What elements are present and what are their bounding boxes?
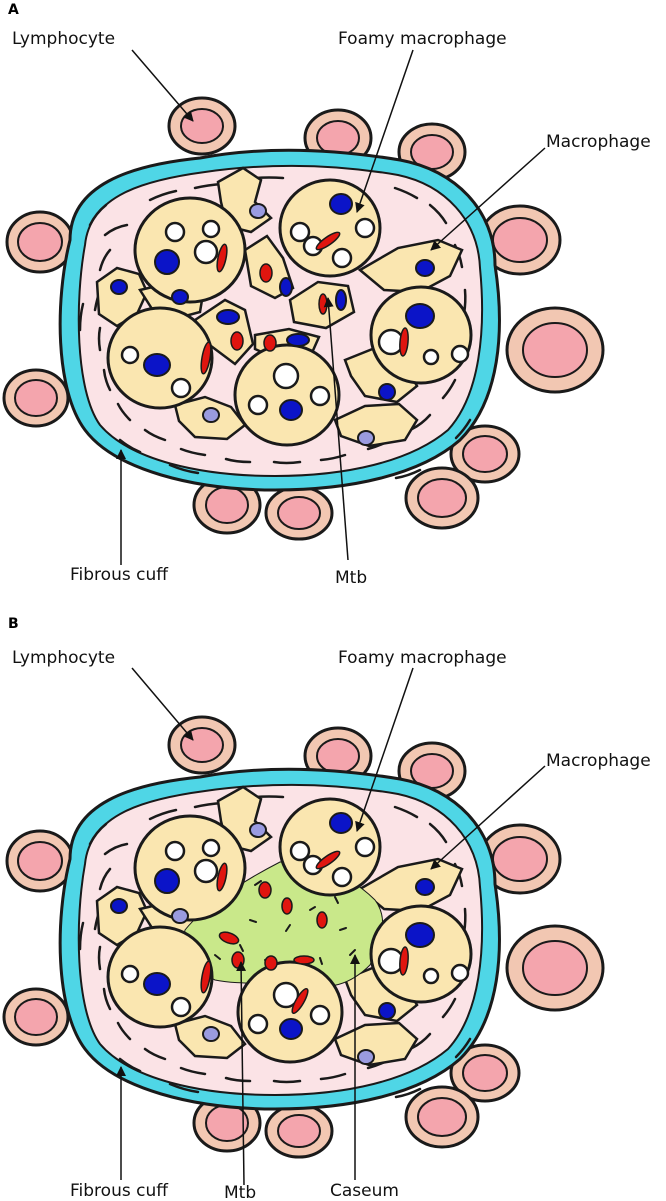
panel-a-letter: A <box>8 2 19 18</box>
lymphocyte-cells-a <box>2 96 605 541</box>
macrophage <box>95 885 149 947</box>
lymphocyte <box>264 1103 334 1159</box>
lymphocyte <box>505 306 605 394</box>
foamy-macrophage <box>369 285 473 385</box>
macrophage <box>357 857 464 913</box>
lymphocyte <box>449 1043 521 1103</box>
foamy-macrophage <box>133 196 247 304</box>
macrophage <box>357 238 464 294</box>
lipid-droplets-a <box>120 217 470 416</box>
lymphocyte <box>478 823 562 895</box>
foamy-macrophage <box>369 904 473 1004</box>
label-macrophage: Macrophage <box>546 132 651 152</box>
foamy-macrophage-cells-a <box>106 178 473 447</box>
label-mtb: Mtb <box>335 568 367 588</box>
panel-b: B <box>2 616 651 1201</box>
nuclei-a <box>110 193 435 446</box>
lymphocyte <box>404 466 480 530</box>
lymphocyte <box>505 924 605 1012</box>
callout-arrows-a <box>116 49 546 565</box>
foamy-macrophage <box>236 960 344 1064</box>
panel-a: A <box>2 2 651 588</box>
label-foamy-macrophage: Foamy macrophage <box>338 29 507 49</box>
label-lymphocyte: Lymphocyte <box>12 648 115 668</box>
label-macrophage: Macrophage <box>546 751 651 771</box>
foamy-macrophage <box>133 814 247 922</box>
panel-b-letter: B <box>8 616 19 632</box>
lymphocyte <box>167 715 237 775</box>
label-caseum: Caseum <box>330 1181 399 1201</box>
lymphocyte <box>167 96 237 156</box>
lymphocyte <box>264 485 334 541</box>
macrophage <box>333 402 419 448</box>
label-lymphocyte: Lymphocyte <box>12 29 115 49</box>
lymphocyte <box>404 1085 480 1149</box>
label-fibrous-cuff: Fibrous cuff <box>70 565 169 585</box>
callout-arrows-b <box>116 667 546 1186</box>
lymphocyte <box>2 368 70 428</box>
lymphocyte <box>449 424 521 484</box>
nuclei-b <box>110 812 435 1065</box>
mtb-bacteria-b <box>200 850 409 1015</box>
lymphocyte <box>5 829 75 893</box>
label-foamy-macrophage: Foamy macrophage <box>338 648 507 668</box>
label-fibrous-cuff: Fibrous cuff <box>70 1181 169 1201</box>
label-mtb: Mtb <box>224 1183 256 1201</box>
lymphocyte <box>2 987 70 1047</box>
mtb-bacteria-a <box>200 231 409 375</box>
macrophage <box>95 266 149 328</box>
lymphocyte <box>5 210 75 274</box>
foamy-macrophage <box>233 343 341 447</box>
lipid-droplets-b <box>120 836 470 1035</box>
